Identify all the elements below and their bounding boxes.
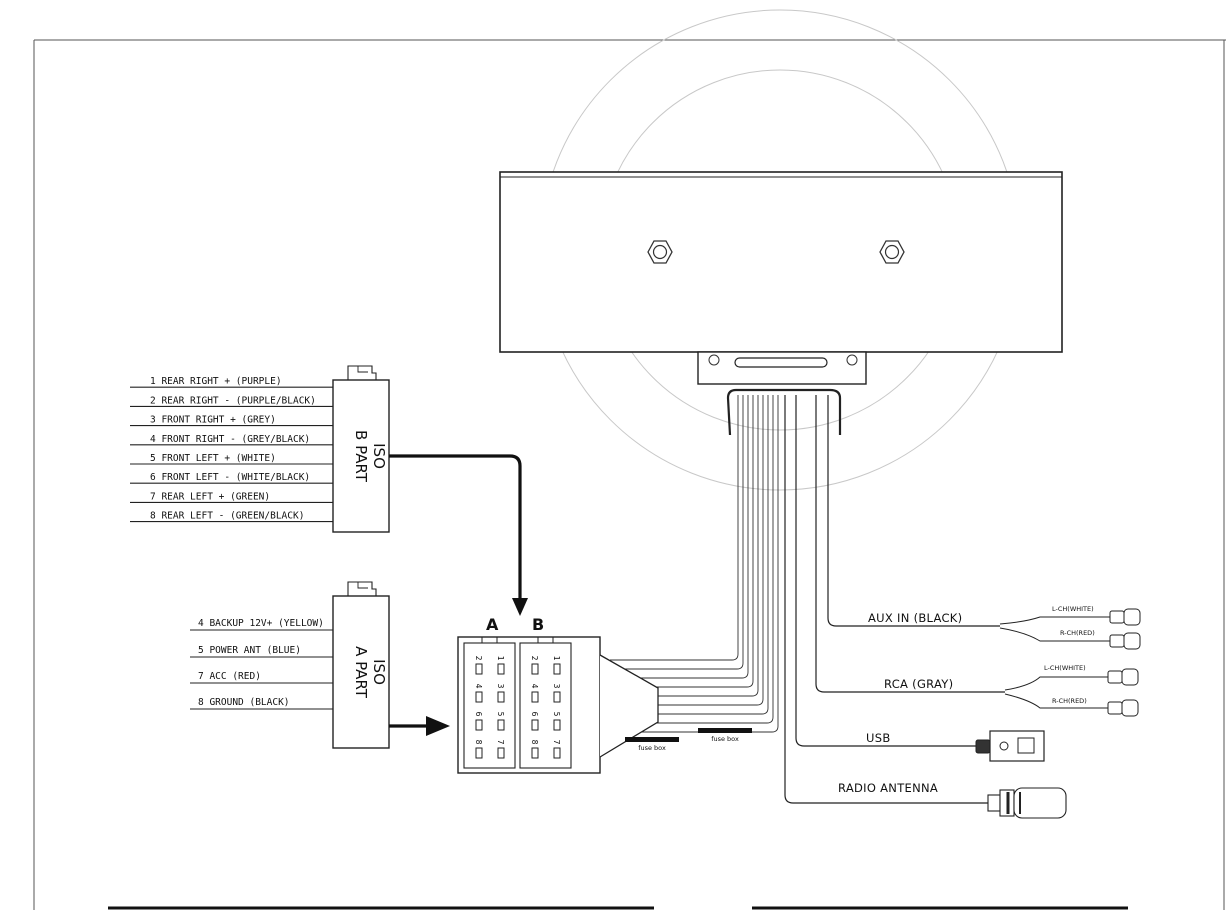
connector-pin-number: 2 xyxy=(530,656,539,661)
aux-in-right-label: R-CH(RED) xyxy=(1060,629,1095,637)
arrow-right-icon xyxy=(426,716,450,736)
bundle-wire xyxy=(610,395,754,688)
usb-plug-icon xyxy=(975,730,1045,762)
antenna-output: RADIO ANTENNA xyxy=(784,395,1067,819)
iso-b-wire-label: 4 FRONT RIGHT - (GREY/BLACK) xyxy=(150,434,310,445)
rear-plate xyxy=(697,351,867,385)
iso-a-arrow xyxy=(389,716,450,736)
iso-b-wire-label: 8 REAR LEFT - (GREEN/BLACK) xyxy=(150,511,304,522)
connector-pin-number: 3 xyxy=(496,684,505,689)
mount-screw-right-icon xyxy=(879,240,905,264)
bundle-wire xyxy=(610,395,744,670)
fuse-box-1-label: fuse box xyxy=(638,744,666,752)
iso-a-wire-label: 5 POWER ANT (BLUE) xyxy=(198,645,301,656)
connector-pin-number: 8 xyxy=(530,740,539,745)
connector-pin xyxy=(553,691,561,703)
usb-label: USB xyxy=(866,731,891,745)
connector-pin xyxy=(531,719,539,731)
connector-pin xyxy=(497,691,505,703)
rca-right-label: R-CH(RED) xyxy=(1052,697,1087,705)
bundle-wire xyxy=(610,395,779,733)
iso-b-title: ISO xyxy=(370,443,388,469)
connector-pin xyxy=(531,747,539,759)
aux-in-output: AUX IN (BLACK) L-CH(WHITE) R-CH(RED) xyxy=(827,395,1141,650)
connector-pin-number: 1 xyxy=(496,656,505,661)
bundle-wire xyxy=(610,395,764,706)
fuse-box-2: fuse box xyxy=(698,728,752,743)
bundle-wire xyxy=(610,395,759,697)
connector-pin-number: 7 xyxy=(496,740,505,745)
iso-b-wire-label: 6 FRONT LEFT - (WHITE/BLACK) xyxy=(150,472,310,483)
iso-a-wire-lines xyxy=(190,629,333,710)
iso-b-wire-labels: 1 REAR RIGHT + (PURPLE) 2 REAR RIGHT - (P… xyxy=(150,376,316,521)
connector-pin xyxy=(475,747,483,759)
connector-pin xyxy=(553,663,561,675)
connector-pin-number: 4 xyxy=(530,684,539,689)
connector-pin xyxy=(475,663,483,675)
iso-a-block: 4 BACKUP 12V+ (YELLOW) 5 POWER ANT (BLUE)… xyxy=(190,581,390,749)
wire-bundle xyxy=(610,395,779,733)
connector-pin xyxy=(553,719,561,731)
connector-pin xyxy=(497,663,505,675)
head-unit xyxy=(499,171,1063,436)
bundle-wire xyxy=(610,395,774,724)
iso-a-subtitle: A PART xyxy=(352,646,370,699)
aux-in-label: AUX IN (BLACK) xyxy=(868,611,962,625)
fuse-box-2-label: fuse box xyxy=(711,735,739,743)
rca-left-label: L-CH(WHITE) xyxy=(1044,664,1086,672)
aux-in-left-label: L-CH(WHITE) xyxy=(1052,605,1094,613)
iso-a-wire-label: 8 GROUND (BLACK) xyxy=(198,697,290,708)
connector-pin xyxy=(531,663,539,675)
connector-pin xyxy=(497,719,505,731)
mount-screw-left-icon xyxy=(647,240,673,264)
antenna-label: RADIO ANTENNA xyxy=(838,781,938,795)
iso-b-wire-label: 5 FRONT LEFT + (WHITE) xyxy=(150,453,276,464)
fuse-box-1: fuse box xyxy=(625,737,679,752)
iso-a-title: ISO xyxy=(370,659,388,685)
connector-pin-number: 6 xyxy=(530,712,539,717)
iso-b-block: 1 REAR RIGHT + (PURPLE) 2 REAR RIGHT - (P… xyxy=(130,365,390,533)
usb-output: USB xyxy=(795,395,1045,762)
connector-label-b: B xyxy=(532,615,544,634)
connector-pin-number: 7 xyxy=(552,740,561,745)
connector-pin-number: 4 xyxy=(474,684,483,689)
cable-sleeve xyxy=(726,388,842,436)
connector-pin-number: 2 xyxy=(474,656,483,661)
connector-pin-number: 6 xyxy=(474,712,483,717)
iso-b-wire-label: 3 FRONT RIGHT + (GREY) xyxy=(150,415,276,426)
connector-label-a: A xyxy=(486,615,499,634)
bundle-wire xyxy=(610,395,739,661)
iso-a-wire-label: 4 BACKUP 12V+ (YELLOW) xyxy=(198,618,324,629)
connector-pins: 2 1 4 3 6 5 8 7 2 1 4 3 6 5 8 7 xyxy=(474,656,561,759)
connector-pin-number: 1 xyxy=(552,656,561,661)
rca-plug-icon xyxy=(1109,608,1141,650)
connector-pin xyxy=(497,747,505,759)
antenna-plug-icon xyxy=(987,787,1067,819)
bundle-wire xyxy=(610,395,769,715)
connector-pin xyxy=(475,691,483,703)
iso-a-wire-label: 7 ACC (RED) xyxy=(198,671,261,682)
rca-plug-icon xyxy=(1107,668,1139,717)
bundle-wire xyxy=(610,395,749,679)
rca-label: RCA (GRAY) xyxy=(884,677,953,691)
connector-pin xyxy=(475,719,483,731)
iso-b-subtitle: B PART xyxy=(352,430,370,483)
connector-pin-number: 3 xyxy=(552,684,561,689)
iso-b-arrow xyxy=(389,454,528,616)
connector-pin-number: 8 xyxy=(474,740,483,745)
iso-b-wire-label: 1 REAR RIGHT + (PURPLE) xyxy=(150,376,282,387)
iso-b-wire-label: 2 REAR RIGHT - (PURPLE/BLACK) xyxy=(150,395,316,406)
arrow-down-icon xyxy=(512,598,528,616)
iso-b-wire-label: 7 REAR LEFT + (GREEN) xyxy=(150,491,270,502)
rca-output: RCA (GRAY) L-CH(WHITE) R-CH(RED) xyxy=(815,395,1139,717)
iso-a-wire-labels: 4 BACKUP 12V+ (YELLOW) 5 POWER ANT (BLUE)… xyxy=(198,618,324,708)
connector-pin-number: 5 xyxy=(496,712,505,717)
connector-pin xyxy=(531,691,539,703)
connector-pin-number: 5 xyxy=(552,712,561,717)
page-frame xyxy=(33,39,1226,910)
iso-b-wire-lines xyxy=(130,386,333,523)
connector-pin xyxy=(553,747,561,759)
ab-connector: A B 2 1 4 3 6 5 8 7 2 1 4 3 6 5 8 7 xyxy=(457,615,659,774)
